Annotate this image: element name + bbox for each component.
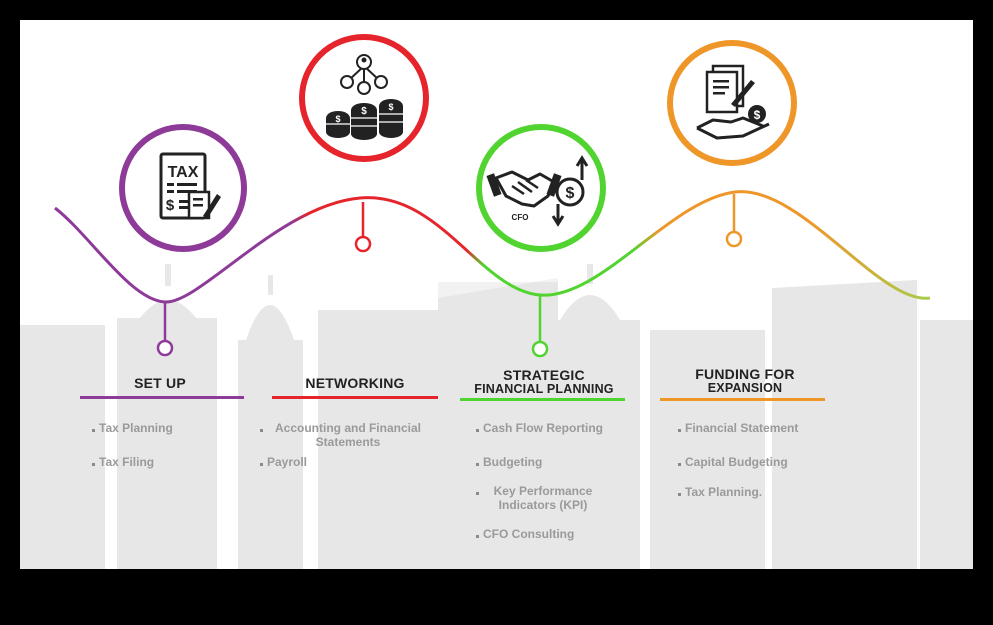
list-item: Tax Planning. bbox=[678, 485, 838, 499]
list-item: Financial Statement bbox=[678, 421, 838, 435]
svg-text:$: $ bbox=[166, 197, 175, 214]
document-hand-coin-icon: $ bbox=[696, 64, 770, 140]
background-illustration bbox=[20, 190, 973, 569]
step-title-setup: SET UP bbox=[80, 376, 240, 390]
city-skyline bbox=[20, 264, 973, 569]
step-title-networking: NETWORKING bbox=[270, 376, 440, 390]
networking-icon-circle: $ $ $ bbox=[299, 34, 429, 162]
connectors bbox=[156, 194, 743, 358]
setup-title: SET UP bbox=[134, 375, 186, 391]
list-item: Accounting and Financial Statements bbox=[260, 421, 430, 449]
step-title-strategic: STRATEGIC FINANCIAL PLANNING bbox=[458, 368, 630, 396]
step-title-funding: FUNDING FOR EXPANSION bbox=[660, 367, 830, 395]
funding-icon-circle: $ bbox=[667, 40, 797, 166]
list-item: Tax Planning bbox=[92, 421, 242, 435]
strategic-icon-circle: CFO $ bbox=[476, 124, 606, 252]
network-coins-icon: $ $ $ bbox=[326, 54, 403, 140]
svg-text:$: $ bbox=[754, 108, 761, 122]
svg-text:$: $ bbox=[388, 102, 393, 112]
svg-text:$: $ bbox=[335, 114, 340, 124]
cfo-label: CFO bbox=[512, 213, 529, 222]
list-item: Cash Flow Reporting bbox=[476, 421, 626, 435]
funding-title-line2: EXPANSION bbox=[707, 381, 783, 395]
svg-text:$: $ bbox=[361, 106, 367, 117]
strategic-items: Cash Flow Reporting Budgeting Key Perfor… bbox=[476, 421, 626, 541]
setup-items: Tax Planning Tax Filing bbox=[92, 421, 242, 469]
timeline-wave bbox=[54, 190, 931, 304]
funding-title-line1: FUNDING FOR bbox=[695, 366, 795, 382]
tax-document-icon: TAX $ bbox=[159, 152, 221, 220]
setup-icon-circle: TAX $ bbox=[119, 124, 247, 252]
strategic-underline bbox=[460, 398, 625, 401]
strategic-title-line1: STRATEGIC bbox=[503, 367, 585, 383]
list-item: Tax Filing bbox=[92, 455, 242, 469]
list-item: Payroll bbox=[260, 455, 430, 469]
strategic-title-line2: FINANCIAL PLANNING bbox=[474, 382, 614, 396]
setup-underline bbox=[80, 396, 244, 399]
funding-underline bbox=[660, 398, 825, 401]
tax-label: TAX bbox=[168, 164, 199, 181]
list-item: Budgeting bbox=[476, 455, 626, 469]
networking-title: NETWORKING bbox=[305, 375, 405, 391]
infographic-canvas: TAX $ bbox=[20, 20, 973, 569]
list-item: Key Performance Indicators (KPI) bbox=[476, 484, 603, 512]
funding-items: Financial Statement Capital Budgeting Ta… bbox=[678, 421, 838, 499]
networking-underline bbox=[272, 396, 438, 399]
cfo-handshake-icon: CFO $ bbox=[486, 155, 589, 227]
list-item: Capital Budgeting bbox=[678, 455, 838, 469]
networking-items: Accounting and Financial Statements Payr… bbox=[260, 421, 430, 469]
list-item: CFO Consulting bbox=[476, 527, 626, 541]
svg-text:$: $ bbox=[566, 185, 575, 202]
